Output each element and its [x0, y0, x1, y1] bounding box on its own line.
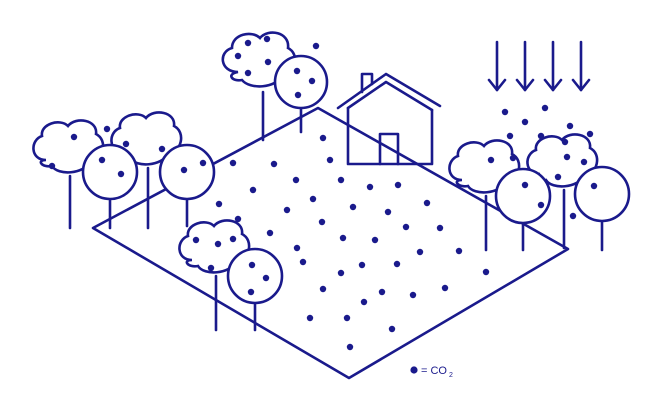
co2-particle-icon — [424, 200, 430, 206]
co2-particle-icon — [300, 259, 306, 265]
co2-particle-icon — [71, 134, 77, 140]
tree-icon — [160, 145, 214, 226]
co2-particle-icon — [359, 262, 365, 268]
co2-particle-icon — [403, 224, 409, 230]
co2-particle-icon — [587, 131, 593, 137]
co2-particle-icon — [570, 213, 576, 219]
co2-particle-icon — [193, 237, 199, 243]
co2-particle-icon — [395, 182, 401, 188]
co2-particle-icon — [522, 119, 528, 125]
co2-particle-icon — [230, 160, 236, 166]
co2-particle-icon — [248, 289, 254, 295]
co2-particle-icon — [310, 196, 316, 202]
co2-particle-icon — [235, 216, 241, 222]
incoming-arrows — [489, 42, 589, 90]
co2-particle-icon — [581, 159, 587, 165]
tree-icon — [575, 167, 629, 250]
co2-particle-icon — [99, 157, 105, 163]
co2-particle-icon — [338, 270, 344, 276]
co2-particle-icon — [295, 92, 301, 98]
co2-particle-icon — [264, 36, 270, 42]
co2-particle-icon — [507, 133, 513, 139]
co2-particle-icon — [216, 201, 222, 207]
tree-icon — [228, 249, 282, 330]
co2-particle-icon — [309, 78, 315, 84]
co2-particle-icon — [340, 235, 346, 241]
co2-particle-icon — [245, 70, 251, 76]
tree-icon — [83, 145, 137, 228]
co2-particle-icon — [542, 105, 548, 111]
co2-particle-icon — [344, 315, 350, 321]
down-arrow-icon — [545, 42, 561, 90]
co2-particle-icon — [104, 126, 110, 132]
house-icon — [338, 74, 440, 164]
down-arrow-icon — [517, 42, 533, 90]
co2-particle-icon — [350, 204, 356, 210]
co2-particle-icon — [265, 59, 271, 65]
co2-particle-icon — [410, 366, 417, 373]
co2-particle-icon — [215, 241, 221, 247]
co2-particle-icon — [293, 177, 299, 183]
co2-particle-icon — [159, 146, 165, 152]
co2-particle-icon — [320, 135, 326, 141]
co2-particle-icon — [263, 275, 269, 281]
co2-particle-icon — [284, 207, 290, 213]
co2-particle-icon — [567, 123, 573, 129]
co2-particle-icon — [555, 174, 561, 180]
co2-particle-icon — [235, 53, 241, 59]
tree-group-back-left — [223, 33, 327, 140]
co2-particle-icon — [294, 68, 300, 74]
co2-particle-icon — [319, 219, 325, 225]
co2-particle-icon — [230, 236, 236, 242]
co2-particle-icon — [320, 286, 326, 292]
down-arrow-icon — [489, 42, 505, 90]
co2-particle-icon — [249, 262, 255, 268]
legend-label: = CO — [421, 365, 447, 377]
co2-particle-icon — [483, 269, 489, 275]
co2-particle-icon — [200, 160, 206, 166]
co2-particle-icon — [245, 40, 251, 46]
co2-particle-icon — [502, 109, 508, 115]
co2-particle-icon — [267, 230, 273, 236]
co2-particle-icon — [294, 245, 300, 251]
co2-particle-icon — [347, 344, 353, 350]
co2-particle-icon — [313, 43, 319, 49]
co2-particle-icon — [208, 265, 214, 271]
co2-particle-icon — [271, 161, 277, 167]
legend-subscript: 2 — [449, 372, 453, 379]
co2-particle-icon — [379, 289, 385, 295]
co2-particle-icon — [327, 157, 333, 163]
co2-particle-icon — [385, 209, 391, 215]
tree-icon — [496, 169, 550, 250]
co2-particle-icon — [307, 315, 313, 321]
down-arrow-icon — [573, 42, 589, 90]
co2-particle-icon — [510, 155, 516, 161]
co2-particle-icon — [437, 225, 443, 231]
co2-particle-icon — [562, 139, 568, 145]
legend: = CO 2 — [410, 365, 453, 379]
co2-particle-icon — [389, 326, 395, 332]
co2-particle-icon — [538, 202, 544, 208]
co2-particle-icon — [181, 167, 187, 173]
co2-particle-icon — [456, 248, 462, 254]
co2-particle-icon — [410, 292, 416, 298]
co2-particle-icon — [538, 133, 544, 139]
co2-particle-icon — [522, 182, 528, 188]
co2-particle-icon — [123, 141, 129, 147]
co2-particle-icon — [49, 163, 55, 169]
co2-particle-icon — [564, 154, 570, 160]
co2-particle-icon — [394, 261, 400, 267]
co2-particle-icon — [250, 187, 256, 193]
co2-particle-icon — [367, 184, 373, 190]
co2-particle-icon — [361, 299, 367, 305]
co2-particle-icon — [488, 157, 494, 163]
co2-particle-icon — [442, 285, 448, 291]
co2-particle-icon — [417, 249, 423, 255]
co2-particle-icon — [338, 177, 344, 183]
co2-particle-icon — [591, 183, 597, 189]
co2-particle-icon — [118, 171, 124, 177]
co2-particle-icon — [372, 237, 378, 243]
